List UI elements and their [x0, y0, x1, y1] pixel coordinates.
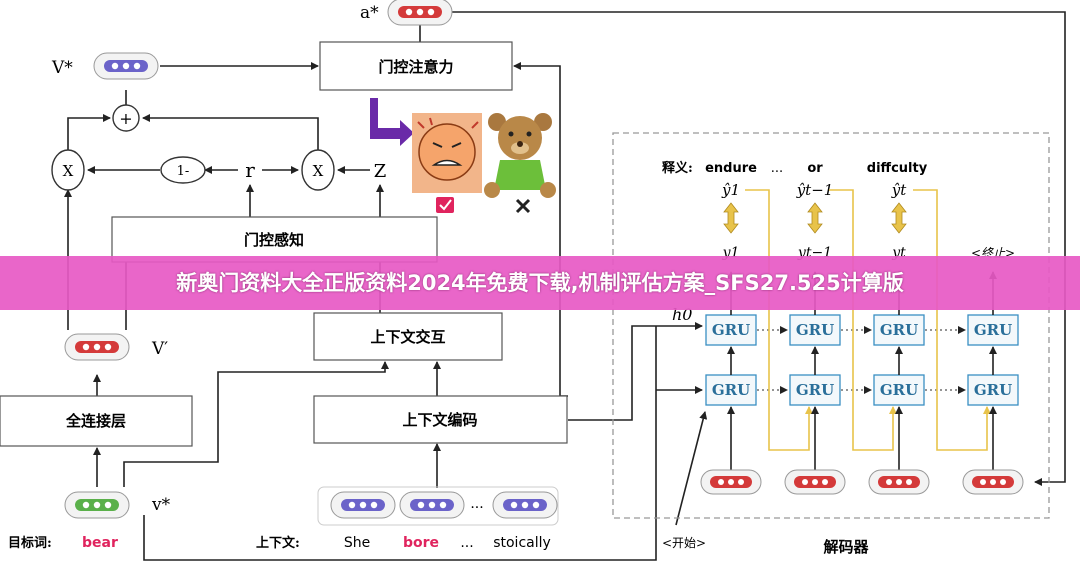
- decoder-title: 解码器: [823, 538, 869, 556]
- v-star-top-label: V*: [51, 58, 73, 78]
- r-label: r: [245, 158, 255, 182]
- gloss-word-4: diffculty: [867, 161, 928, 176]
- decoder-embedding: [784, 469, 846, 495]
- multiply-node-left-label: X: [63, 162, 74, 180]
- gloss-word-1: endure: [705, 161, 757, 176]
- gru-label: GRU: [712, 381, 750, 399]
- target-word-label: 目标词:: [8, 535, 52, 551]
- multiply-node-right-label: X: [313, 162, 324, 180]
- cross-icon: [515, 198, 531, 214]
- context-word-4: stoically: [493, 535, 551, 551]
- context-interaction-label: 上下文交互: [370, 328, 445, 346]
- check-icon: [436, 197, 454, 213]
- gru-label: GRU: [974, 321, 1012, 339]
- gru-label: GRU: [796, 321, 834, 339]
- gloss-label: 释义:: [662, 160, 693, 176]
- context-label: 上下文:: [256, 535, 300, 551]
- gru-label: GRU: [796, 381, 834, 399]
- y-hat-label: ŷt: [891, 181, 907, 199]
- teddy-bear-icon: [484, 113, 556, 198]
- context-word-3: ...: [460, 535, 473, 551]
- context-encoding-box: [313, 395, 568, 444]
- gru-cell: [789, 314, 841, 346]
- plus-node-label: +: [119, 109, 132, 128]
- gated-attention-label: 门控注意力: [378, 58, 453, 76]
- decoder-embedding: [868, 469, 930, 495]
- a-star-embedding: [387, 0, 453, 26]
- context-encoding-label: 上下文编码: [402, 411, 477, 429]
- y-hat-label: ŷ1: [721, 181, 740, 199]
- fully-connected-box: [0, 395, 193, 447]
- gated-perception-label: 门控感知: [244, 231, 304, 249]
- context-embedding-2: [399, 491, 465, 519]
- y-hat-label: ŷt−1: [796, 181, 834, 199]
- target-word: bear: [82, 535, 118, 551]
- gloss-word-3: or: [807, 161, 823, 176]
- plus-node: [112, 104, 140, 132]
- decoder-embedding: [700, 469, 762, 495]
- context-interaction-box: [313, 312, 503, 361]
- embedding-vectors: [64, 0, 559, 526]
- v-prime-embedding: [64, 333, 130, 361]
- context-word-2: bore: [403, 535, 439, 551]
- one-minus-node: [160, 156, 206, 184]
- fully-connected-label: 全连接层: [65, 412, 126, 430]
- context-ellipsis: ···: [470, 500, 483, 516]
- gated-perception-box: [111, 216, 438, 263]
- one-minus-label: 1-: [177, 164, 190, 179]
- gru-label: GRU: [880, 381, 918, 399]
- gru-cell: [873, 314, 925, 346]
- context-embedding-1: [330, 491, 396, 519]
- v-star-bottom-label: v*: [151, 495, 171, 515]
- gru-cell: [789, 374, 841, 406]
- watermark-banner: [0, 256, 1080, 310]
- gru-label: GRU: [880, 321, 918, 339]
- compare-arrow-icon: [891, 202, 907, 234]
- start-label: <开始>: [662, 536, 706, 550]
- gru-label: GRU: [974, 381, 1012, 399]
- arrow-bend-icon: [370, 98, 414, 146]
- decoder-columns: GRUGRUy1ŷ1GRUGRUyt−1ŷt−1GRUGRUytŷtGRUGRU…: [656, 181, 1024, 495]
- gated-attention-box: [319, 41, 513, 91]
- a-star-label: a*: [360, 3, 379, 23]
- angry-face-icon: [412, 113, 482, 193]
- context-embedding-frame: [317, 486, 559, 526]
- v-prime-label: V′: [151, 339, 168, 359]
- context-word-1: She: [344, 535, 370, 551]
- gru-cell: [967, 374, 1019, 406]
- gru-label: GRU: [712, 321, 750, 339]
- compare-arrow-icon: [723, 202, 739, 234]
- v-star-top-embedding: [93, 52, 159, 80]
- banner-title: 新奥门资料大全正版资料2024年免费下载,机制评估方案_SFS27.525计算版: [176, 271, 904, 295]
- z-label: Z: [374, 161, 387, 182]
- context-embedding-4: [492, 491, 558, 519]
- compare-arrow-icon: [807, 202, 823, 234]
- decoder-embedding: [962, 469, 1024, 495]
- gru-cell: [705, 374, 757, 406]
- multiply-node-left: [51, 149, 85, 191]
- multiply-node-right: [301, 149, 335, 191]
- gloss-word-2: ...: [771, 161, 783, 176]
- target-embedding: [64, 491, 130, 519]
